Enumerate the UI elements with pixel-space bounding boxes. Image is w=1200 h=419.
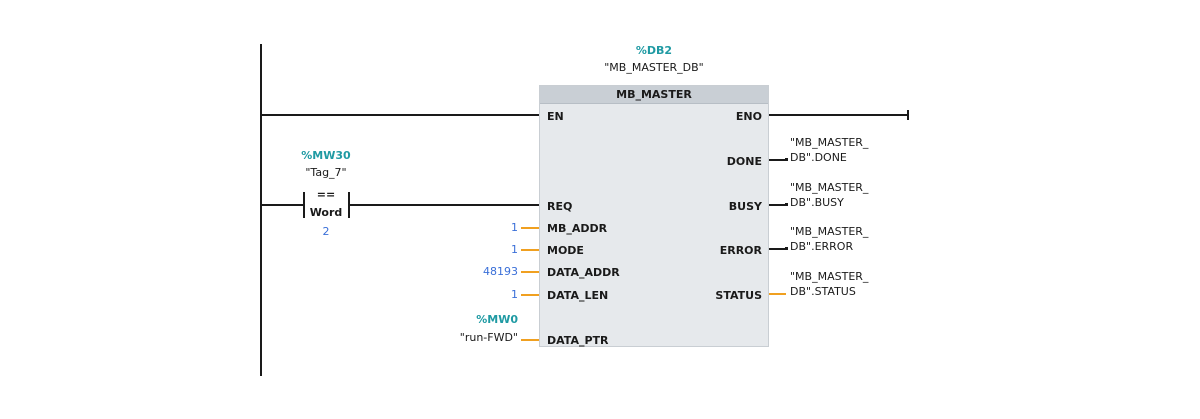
req-wire-left <box>262 204 304 206</box>
error-wire <box>769 248 786 250</box>
status-tag-line1: "MB_MASTER_ <box>790 270 869 283</box>
pin-data-len: DATA_LEN <box>547 289 609 302</box>
compare-type: Word <box>309 206 343 219</box>
pin-eno: ENO <box>735 110 762 123</box>
status-tag-line2: DB".STATUS <box>790 285 856 298</box>
en-wire <box>262 114 539 116</box>
data-ptr-tag: "run-FWD" <box>459 331 518 344</box>
pin-data-ptr: DATA_PTR <box>547 334 609 347</box>
status-wire <box>769 293 786 295</box>
block-title: MB_MASTER <box>540 86 768 104</box>
pin-mode: MODE <box>547 244 584 257</box>
done-wire <box>769 159 786 161</box>
data-addr-value: 48193 <box>483 265 518 278</box>
compare-contact-left-bar <box>303 192 305 218</box>
done-tag-line1: "MB_MASTER_ <box>790 136 869 149</box>
busy-tag-line2: DB".BUSY <box>790 196 844 209</box>
error-wire-cap <box>785 247 788 250</box>
data-len-wire <box>521 294 539 296</box>
compare-contact-right-bar <box>348 192 350 218</box>
pin-req: REQ <box>547 200 573 213</box>
mode-value: 1 <box>511 243 518 256</box>
pin-en: EN <box>547 110 564 123</box>
mb-master-block[interactable]: MB_MASTER EN REQ MB_ADDR MODE DATA_ADDR … <box>539 85 769 347</box>
mb-addr-wire <box>521 227 539 229</box>
busy-tag-line1: "MB_MASTER_ <box>790 181 869 194</box>
pin-done: DONE <box>726 155 762 168</box>
data-len-value: 1 <box>511 288 518 301</box>
instance-address: %DB2 <box>635 44 673 57</box>
eno-wire <box>769 114 909 116</box>
mb-addr-value: 1 <box>511 221 518 234</box>
data-ptr-wire <box>521 339 539 341</box>
pin-data-addr: DATA_ADDR <box>547 266 620 279</box>
compare-operator: == <box>316 188 336 201</box>
contact-tag: "Tag_7" <box>305 166 347 179</box>
contact-address: %MW30 <box>301 149 351 162</box>
compare-value: 2 <box>322 225 330 238</box>
pin-status: STATUS <box>715 289 762 302</box>
busy-wire-cap <box>785 203 788 206</box>
mode-wire <box>521 249 539 251</box>
eno-wire-end <box>907 110 909 120</box>
busy-wire <box>769 204 786 206</box>
instance-name: "MB_MASTER_DB" <box>604 61 704 74</box>
done-wire-cap <box>785 158 788 161</box>
data-addr-wire <box>521 271 539 273</box>
pin-mb-addr: MB_ADDR <box>547 222 608 235</box>
done-tag-line2: DB".DONE <box>790 151 847 164</box>
req-wire-right <box>350 204 539 206</box>
power-rail <box>260 44 262 376</box>
data-ptr-address: %MW0 <box>476 313 518 326</box>
error-tag-line2: DB".ERROR <box>790 240 854 253</box>
pin-busy: BUSY <box>728 200 762 213</box>
error-tag-line1: "MB_MASTER_ <box>790 225 869 238</box>
pin-error: ERROR <box>719 244 762 257</box>
